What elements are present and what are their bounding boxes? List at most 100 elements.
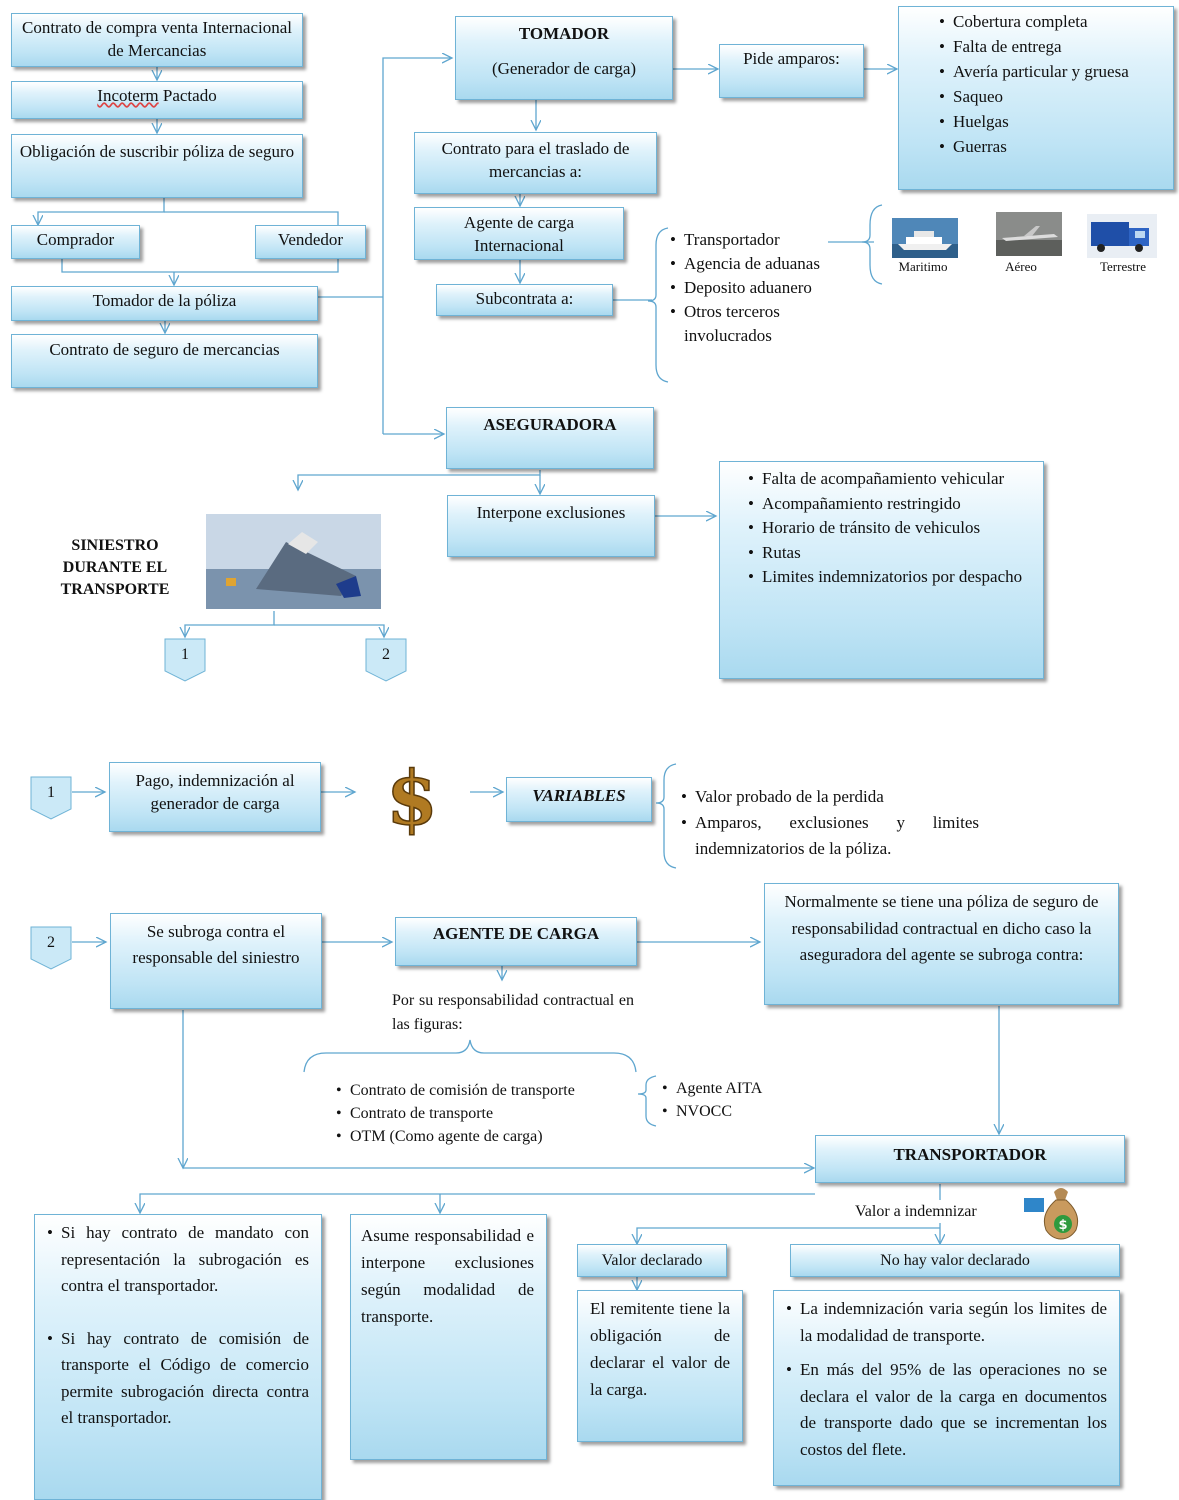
- pago-box: Pago, indemnización al generador de carg…: [109, 762, 321, 832]
- figuras-list: Contrato de comisión de transporte Contr…: [334, 1079, 634, 1148]
- vendedor-label: Vendedor: [277, 230, 344, 249]
- dollar-sign-icon: $: [386, 760, 439, 838]
- pago-label: Pago, indemnización al generador de carg…: [135, 771, 295, 813]
- variable-item: Amparos, exclusiones y limites indemniza…: [679, 810, 979, 862]
- pide-amparos-label: Pide amparos:: [743, 49, 840, 68]
- pide-amparos-box: Pide amparos:: [719, 44, 864, 98]
- obligacion-label: Obligación de suscribir póliza de seguro: [19, 142, 295, 161]
- aereo-caption: Aéreo: [1005, 259, 1037, 274]
- comprador-box: Comprador: [11, 225, 140, 259]
- variable-item: Valor probado de la perdida: [679, 784, 979, 810]
- transportador-box: TRANSPORTADOR: [815, 1135, 1125, 1183]
- exclusion-item: Horario de tránsito de vehiculos: [746, 516, 1035, 541]
- exclusiones-list: Falta de acompañamiento vehicular Acompa…: [746, 467, 1035, 590]
- agente-carga-title: AGENTE DE CARGA: [432, 924, 600, 943]
- card-icon: [1024, 1198, 1044, 1212]
- tipos-list: Agente AITA NVOCC: [660, 1077, 800, 1123]
- agente-carga-internacional-label: Agente de carga Internacional: [463, 213, 575, 255]
- valor-declarado-label: Valor declarado: [601, 1252, 703, 1269]
- valor-indemnizar-label: Valor a indemnizar: [855, 1200, 1015, 1223]
- branch-2-marker: 2: [365, 638, 407, 682]
- tomador-box: TOMADOR (Generador de carga): [455, 16, 673, 100]
- variables-box: VARIABLES: [506, 777, 652, 822]
- branch-1-label: 1: [181, 646, 189, 663]
- incoterm-box: Incoterm Pactado: [11, 81, 303, 119]
- amparos-list: Cobertura completa Falta de entrega Aver…: [937, 9, 1167, 159]
- exclusion-item: Rutas: [746, 541, 1035, 566]
- svg-text:$: $: [1058, 1218, 1067, 1233]
- contrato-traslado-label: Contrato para el traslado de mercancias …: [441, 139, 630, 181]
- branch-2-label: 2: [382, 646, 390, 663]
- amparo-item: Guerras: [937, 134, 1167, 159]
- terceros-list: Transportador Agencia de aduanas Deposit…: [668, 228, 868, 348]
- subcontrata-label: Subcontrata a:: [475, 289, 574, 308]
- tomador-title: TOMADOR: [518, 24, 610, 43]
- variables-list-wrap: Valor probado de la perdida Amparos, exc…: [679, 784, 979, 862]
- terrestre-caption: Terrestre: [1099, 259, 1146, 274]
- mandato-item: Si hay contrato de comisión de transport…: [45, 1326, 309, 1432]
- contrato-compraventa-box: Contrato de compra venta Internacional d…: [11, 13, 303, 67]
- asume-box: Asume responsabilidad e interpone exclus…: [350, 1214, 547, 1460]
- figura-item: OTM (Como agente de carga): [334, 1125, 634, 1148]
- tipos-list-wrap: Agente AITA NVOCC: [660, 1077, 800, 1123]
- subcontrata-box: Subcontrata a:: [436, 284, 613, 316]
- cruise-ship-icon: [892, 218, 958, 258]
- siniestro-label: SINIESTRO DURANTE EL TRANSPORTE: [60, 537, 170, 598]
- asume-label: Asume responsabilidad e interpone exclus…: [361, 1226, 534, 1326]
- tercero-item: Otros terceros involucrados: [668, 300, 868, 348]
- contrato-compraventa-label: Contrato de compra venta Internacional d…: [22, 18, 292, 60]
- incoterm-rest: Pactado: [158, 86, 217, 105]
- exclusion-item: Acompañamiento restringido: [746, 492, 1035, 517]
- transportador-title: TRANSPORTADOR: [893, 1145, 1047, 1164]
- maritimo-caption: Maritimo: [898, 259, 948, 274]
- obligacion-box: Obligación de suscribir póliza de seguro: [11, 134, 303, 198]
- no-valor-item: La indemnización varia según los limites…: [784, 1296, 1107, 1349]
- variables-label: VARIABLES: [532, 786, 626, 805]
- normalmente-label: Normalmente se tiene una póliza de segur…: [784, 892, 1099, 964]
- exclusion-item: Falta de acompañamiento vehicular: [746, 467, 1035, 492]
- agente-carga-box: AGENTE DE CARGA: [395, 917, 637, 966]
- terceros-list-wrap: Transportador Agencia de aduanas Deposit…: [668, 228, 868, 348]
- amparo-item: Cobertura completa: [937, 9, 1167, 34]
- subroga-box: Se subroga contra el responsable del sin…: [110, 913, 322, 1009]
- sinking-ship-icon: [206, 514, 381, 609]
- amparo-item: Avería particular y gruesa: [937, 59, 1167, 84]
- amparos-box: Cobertura completa Falta de entrega Aver…: [898, 6, 1174, 190]
- no-valor-declarado-box: No hay valor declarado: [790, 1244, 1120, 1277]
- valor-declarado-box: Valor declarado: [577, 1244, 727, 1277]
- remitente-box: El remitente tiene la obligación de decl…: [577, 1290, 743, 1442]
- figura-item: Contrato de transporte: [334, 1102, 634, 1125]
- comprador-label: Comprador: [36, 230, 115, 249]
- tomador-poliza-label: Tomador de la póliza: [92, 291, 237, 310]
- aseguradora-title: ASEGURADORA: [483, 415, 617, 434]
- contrato-seguro-box: Contrato de seguro de mercancias: [11, 334, 318, 388]
- amparo-item: Huelgas: [937, 109, 1167, 134]
- remitente-label: El remitente tiene la obligación de decl…: [590, 1299, 730, 1399]
- tomador-subtitle: (Generador de carga): [491, 59, 637, 78]
- responsabilidad-text: Por su responsabilidad contractual en la…: [392, 992, 634, 1033]
- money-bag-icon: $: [1043, 1188, 1079, 1240]
- tercero-item: Agencia de aduanas: [668, 252, 868, 276]
- branch-1-marker: 1: [164, 638, 206, 682]
- variables-list: Valor probado de la perdida Amparos, exc…: [679, 784, 979, 862]
- tipo-item: Agente AITA: [660, 1077, 800, 1100]
- b1-marker: 1: [30, 776, 72, 820]
- no-valor-items-box: La indemnización varia según los limites…: [773, 1290, 1120, 1486]
- b2-marker-label: 2: [47, 934, 55, 951]
- figuras-list-wrap: Contrato de comisión de transporte Contr…: [334, 1079, 634, 1148]
- no-valor-declarado-label: No hay valor declarado: [880, 1252, 1030, 1269]
- truck-icon: [1087, 214, 1157, 258]
- aseguradora-box: ASEGURADORA: [446, 407, 654, 469]
- vendedor-box: Vendedor: [255, 225, 366, 259]
- contrato-seguro-label: Contrato de seguro de mercancias: [49, 340, 280, 359]
- b2-marker: 2: [30, 926, 72, 970]
- subroga-label: Se subroga contra el responsable del sin…: [132, 922, 300, 967]
- exclusiones-box: Falta de acompañamiento vehicular Acompa…: [719, 461, 1044, 679]
- mandato-item: Si hay contrato de mandato con represent…: [45, 1220, 309, 1300]
- tomador-poliza-box: Tomador de la póliza: [11, 286, 318, 321]
- tipo-item: NVOCC: [660, 1100, 800, 1123]
- b1-marker-label: 1: [47, 784, 55, 801]
- no-valor-list: La indemnización varia según los limites…: [784, 1296, 1107, 1463]
- svg-text:$: $: [386, 760, 438, 838]
- tercero-item: Transportador: [668, 228, 868, 252]
